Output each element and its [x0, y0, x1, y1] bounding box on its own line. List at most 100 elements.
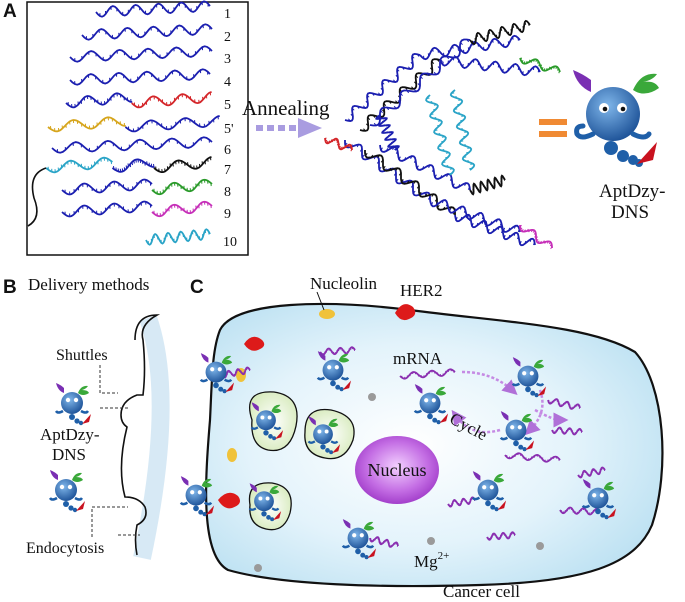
mrna-strand	[399, 368, 456, 380]
panel-b-label: B	[3, 277, 17, 298]
green-overhang	[519, 57, 561, 74]
strand-tail	[27, 167, 47, 227]
duplex-arm	[419, 34, 521, 61]
aptdzy-dns-robot	[471, 471, 507, 512]
mrna-label: mRNA	[393, 349, 443, 368]
aptdzy-dns-robot	[316, 351, 352, 392]
product-name-line2: DNS	[611, 202, 649, 223]
endocytosis-label: Endocytosis	[26, 540, 104, 557]
mrna-strand	[221, 366, 251, 379]
duplex-arm	[364, 150, 456, 215]
strand-11	[145, 228, 211, 246]
strand-box	[26, 1, 249, 256]
duplex-arm	[379, 144, 471, 191]
aptdzy-dns-robot	[511, 357, 547, 398]
strand-number: 4	[224, 75, 231, 90]
aptdzy-dns-robot	[179, 476, 215, 517]
strand-1	[95, 0, 211, 18]
mrna-strand	[319, 346, 356, 356]
strand-4	[69, 68, 211, 86]
shuttles-label: Shuttles	[56, 347, 108, 364]
her2-label: HER2	[400, 281, 443, 300]
mrna-strand	[486, 531, 516, 541]
mrna-strand	[577, 466, 606, 479]
strand-number: 9	[224, 207, 231, 222]
mg-label: Mg2+	[414, 550, 449, 571]
panel-a-label: A	[3, 1, 17, 22]
cycle-arrows	[451, 370, 569, 436]
dna-nanostructure	[324, 19, 561, 250]
strand-number: 7	[224, 163, 231, 178]
magenta-overhang	[519, 224, 553, 250]
panel-b-robot-endocytosis	[48, 470, 85, 513]
duplex-arm	[375, 114, 400, 151]
mrna-strand	[369, 536, 399, 548]
strand-2	[81, 23, 213, 41]
nucleolin-label: Nucleolin	[310, 274, 378, 293]
panel-b-title: Delivery methods	[28, 275, 149, 294]
strand-7	[51, 136, 213, 154]
nucleus-label: Nucleus	[368, 460, 427, 480]
strand-number: 10	[223, 235, 237, 250]
strand-number: 5'	[224, 122, 234, 137]
panel-b-product-line1: AptDzy-	[40, 425, 100, 444]
her2-receptor	[244, 336, 265, 351]
aptdzy-dns-robot	[199, 353, 235, 394]
robots	[48, 351, 617, 560]
nucleus	[355, 436, 439, 504]
strand-number: 1	[224, 7, 231, 22]
nucleolin-receptor	[227, 448, 237, 462]
aptdzy-dns-robot	[499, 411, 535, 452]
strand-number: 3	[224, 52, 231, 67]
panel-b-robot-shuttle	[54, 383, 91, 426]
strand-8	[153, 156, 212, 173]
her2-receptor	[218, 492, 240, 509]
strand-10	[61, 200, 153, 218]
strand-3	[69, 45, 213, 63]
strand-5	[65, 92, 133, 109]
mrna-strand	[447, 496, 476, 508]
panel-b-product-line2: DNS	[52, 445, 86, 464]
aptdzy-dns-robot	[413, 384, 449, 425]
duplex-arm	[469, 19, 531, 46]
strand-5	[131, 91, 212, 109]
aptdzy-dns-robot	[341, 519, 377, 560]
strand-number: 2	[224, 30, 231, 45]
equals-sign	[539, 119, 567, 137]
product-name-line1: AptDzy-	[599, 181, 665, 202]
panel-c-label: C	[190, 277, 204, 298]
nucleolin-receptor	[319, 309, 335, 319]
strand-9	[151, 178, 213, 196]
cell-label: Cancer cell	[443, 582, 520, 601]
strand-6	[124, 115, 220, 133]
aptdzy-dns-robot	[248, 483, 282, 522]
nucleolin-receptor	[236, 368, 246, 382]
annealing-label: Annealing	[242, 96, 330, 120]
duplex-arm	[454, 213, 536, 247]
strand-number: 8	[224, 185, 231, 200]
red-overhang	[324, 137, 353, 152]
mg-ions	[254, 393, 544, 572]
strand-10	[151, 200, 213, 218]
strand-6	[47, 116, 126, 133]
strand-numbers: 1 2 3 4 5 5' 6 7 8 9 10	[223, 7, 237, 250]
mrna-strand	[551, 426, 583, 436]
duplex-arm	[449, 89, 476, 171]
membrane-section	[120, 314, 170, 560]
duplex-arm	[469, 174, 506, 196]
strand-number: 6	[224, 143, 231, 158]
mrna-strands	[221, 346, 606, 548]
her2-receptor	[395, 304, 416, 321]
strand-8	[111, 158, 155, 173]
strand-number: 5	[224, 98, 231, 113]
duplex-arm	[344, 52, 421, 123]
mrna-strand	[547, 398, 581, 410]
aptdzy-dns-robot	[581, 479, 617, 520]
strand-9	[61, 178, 153, 196]
aptdzy-dns-robot-large	[573, 70, 659, 167]
duplex-arm	[439, 55, 541, 77]
annealing-arrow	[256, 118, 322, 138]
strand-8	[45, 156, 113, 174]
mrna-strand	[504, 452, 561, 463]
